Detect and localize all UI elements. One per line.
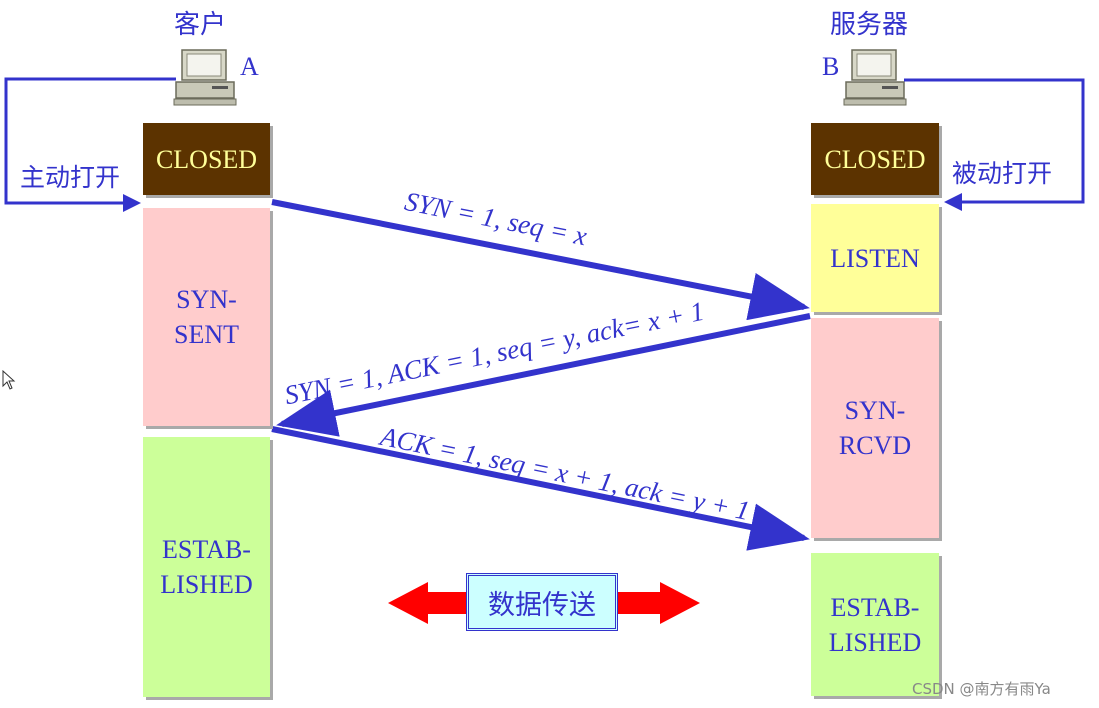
server-title: 服务器 [830, 10, 909, 40]
server-computer-icon [843, 49, 907, 106]
client-state-established: ESTAB- LISHED [143, 437, 270, 697]
ack-arrow [271, 426, 810, 551]
mouse-cursor-icon [2, 370, 16, 390]
client-state-syn-sent: SYN- SENT [143, 208, 270, 426]
server-state-syn-rcvd: SYN- RCVD [811, 318, 939, 538]
syn-ack-arrow [276, 313, 811, 437]
client-state-closed: CLOSED [143, 123, 270, 195]
active-open-label: 主动打开 [20, 163, 121, 192]
syn-arrow [271, 199, 810, 321]
server-state-listen: LISTEN [811, 204, 939, 312]
client-letter: A [240, 52, 259, 81]
passive-open-connector [904, 78, 1085, 211]
server-letter: B [822, 52, 840, 81]
watermark: CSDN @南方有雨Ya [912, 680, 1051, 698]
server-state-established: ESTAB- LISHED [811, 553, 939, 696]
data-transfer-arrow [388, 582, 700, 624]
data-transfer-label: 数据传送 [466, 573, 618, 631]
client-title: 客户 [174, 10, 227, 40]
active-open-connector [4, 77, 176, 212]
passive-open-label: 被动打开 [952, 159, 1053, 188]
client-computer-icon [173, 49, 237, 106]
server-state-closed: CLOSED [811, 123, 939, 195]
